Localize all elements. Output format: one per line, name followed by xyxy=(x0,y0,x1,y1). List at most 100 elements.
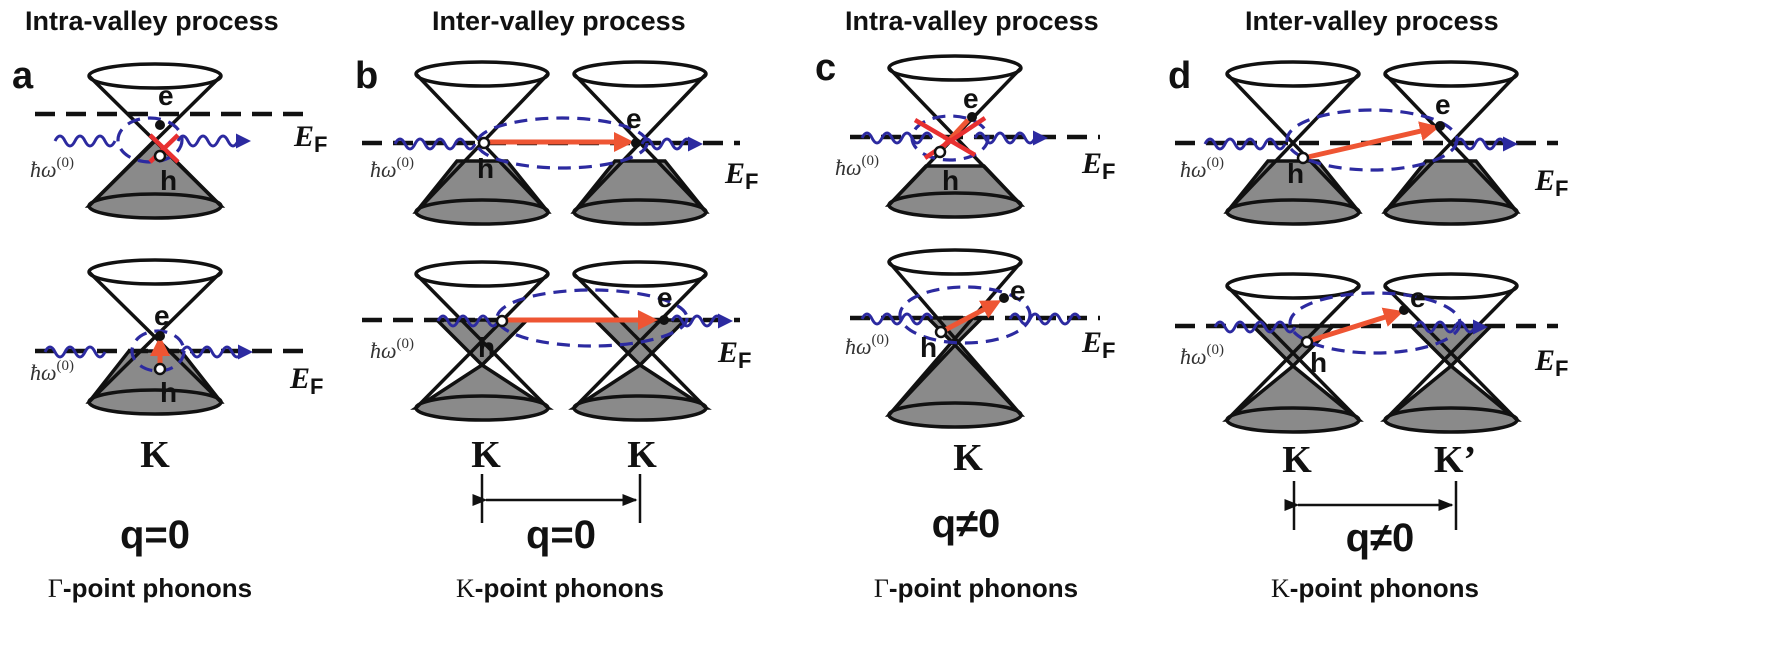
phonon-type-label: Γ-point phonons xyxy=(874,573,1078,603)
transition-loop xyxy=(495,288,689,348)
panel-d: Inter-valley process d e h ħω(0) EF xyxy=(1168,6,1568,603)
hole-dot xyxy=(153,362,167,376)
electron-dot xyxy=(999,293,1009,303)
incident-photon-wave xyxy=(53,134,117,148)
scattered-photon-wave xyxy=(180,344,253,360)
fermi-energy-label: EF xyxy=(1534,344,1568,381)
panel-a-title: Intra-valley process xyxy=(25,6,279,36)
fermi-energy-label: EF xyxy=(1534,164,1568,201)
panel-c-letter: c xyxy=(815,47,836,89)
scattered-photon-wave xyxy=(1008,312,1082,326)
hole-dot xyxy=(933,145,947,159)
photon-energy-label: ħω(0) xyxy=(30,155,74,182)
incident-photon-wave xyxy=(43,345,107,359)
hole-label: h xyxy=(478,332,495,363)
valley-label: K xyxy=(471,434,501,476)
transition-arrow xyxy=(943,300,1002,333)
incident-photon-wave xyxy=(860,312,934,326)
hole-dot xyxy=(934,325,948,339)
scattered-photon-wave xyxy=(1413,319,1488,335)
electron-label: e xyxy=(657,282,673,313)
momentum-label: q=0 xyxy=(120,513,190,557)
hole-label: h xyxy=(942,165,959,196)
electron-dot xyxy=(155,331,165,341)
electron-dot xyxy=(967,112,977,122)
transition-arrow xyxy=(1311,307,1404,343)
fermi-energy-label: EF xyxy=(289,362,323,399)
electron-label: e xyxy=(963,83,979,114)
scattered-photon-wave xyxy=(670,313,733,329)
hole-label: h xyxy=(920,332,937,363)
valley-label: K xyxy=(627,434,657,476)
valley-label: K xyxy=(953,437,983,479)
hole-label: h xyxy=(1287,158,1304,189)
panel-b-letter: b xyxy=(355,55,378,97)
hole-label: h xyxy=(477,153,494,184)
hole-dot xyxy=(477,136,491,150)
electron-label: e xyxy=(1410,282,1426,313)
panel-d-letter: d xyxy=(1168,55,1191,97)
hole-dot xyxy=(153,149,167,163)
electron-label: e xyxy=(1435,89,1451,120)
momentum-label: q=0 xyxy=(526,513,596,557)
hole-label: h xyxy=(160,165,177,196)
fermi-energy-label: EF xyxy=(1081,147,1115,184)
incident-photon-wave xyxy=(1213,320,1297,334)
hole-dot xyxy=(495,314,509,328)
scattered-photon-wave xyxy=(176,133,251,149)
photon-energy-label: ħω(0) xyxy=(1180,155,1224,182)
electron-dot xyxy=(1435,121,1445,131)
electron-label: e xyxy=(158,80,174,111)
fermi-energy-label: EF xyxy=(724,157,758,194)
panel-d-title: Inter-valley process xyxy=(1245,6,1499,36)
incident-photon-wave xyxy=(393,137,477,151)
incident-photon-wave xyxy=(860,131,934,145)
photon-energy-label: ħω(0) xyxy=(30,358,74,385)
photon-energy-label: ħω(0) xyxy=(835,153,879,180)
transition-arrow xyxy=(1307,121,1440,160)
photon-energy-label: ħω(0) xyxy=(845,332,889,359)
momentum-label: q≠0 xyxy=(1346,516,1415,560)
electron-dot xyxy=(155,120,165,130)
dirac-cone-a-top xyxy=(84,62,226,220)
electron-dot xyxy=(1399,305,1409,315)
dirac-cone-c-bottom xyxy=(884,248,1026,429)
scattered-photon-wave xyxy=(973,130,1048,146)
photon-energy-label: ħω(0) xyxy=(1180,342,1224,369)
dirac-cone-b-bottom-left xyxy=(410,260,554,422)
scattered-photon-wave xyxy=(640,136,703,152)
dirac-cone-d-bottom-right xyxy=(1380,272,1522,434)
fermi-energy-label: EF xyxy=(293,120,327,157)
dirac-cone-d-bottom-left xyxy=(1222,272,1364,434)
panel-c-title: Intra-valley process xyxy=(845,6,1099,36)
photon-energy-label: ħω(0) xyxy=(370,336,414,363)
hole-dot xyxy=(1296,151,1310,165)
electron-label: e xyxy=(154,300,170,331)
fermi-energy-label: EF xyxy=(1081,326,1115,363)
electron-dot xyxy=(631,138,641,148)
panel-a-letter: a xyxy=(12,55,34,97)
panel-b: Inter-valley process b e h ħω(0) EF xyxy=(355,6,758,603)
incident-photon-wave xyxy=(436,314,500,328)
photon-energy-label: ħω(0) xyxy=(370,155,414,182)
valley-label: K xyxy=(1282,439,1312,481)
panel-b-title: Inter-valley process xyxy=(432,6,686,36)
transition-loop xyxy=(898,285,1032,345)
electron-dot xyxy=(659,315,669,325)
phonon-type-label: K-point phonons xyxy=(1271,573,1479,603)
scattered-photon-wave xyxy=(1453,136,1518,152)
fermi-energy-label: EF xyxy=(717,336,751,373)
hole-dot xyxy=(1300,335,1314,349)
electron-label: e xyxy=(1010,275,1026,306)
valley-label: K xyxy=(140,434,170,476)
phonon-type-label: K-point phonons xyxy=(456,573,664,603)
panel-a: Intra-valley process a e h ħω(0) EF xyxy=(12,6,327,603)
incident-photon-wave xyxy=(1203,137,1287,151)
phonon-type-label: Γ-point phonons xyxy=(48,573,252,603)
hole-label: h xyxy=(160,377,177,408)
dirac-cone-b-bottom-right xyxy=(568,260,712,422)
dirac-cone-a-bottom xyxy=(85,258,225,416)
momentum-label: q≠0 xyxy=(932,502,1001,546)
panel-c: Intra-valley process c e h ħω(0) EF xyxy=(815,6,1115,603)
